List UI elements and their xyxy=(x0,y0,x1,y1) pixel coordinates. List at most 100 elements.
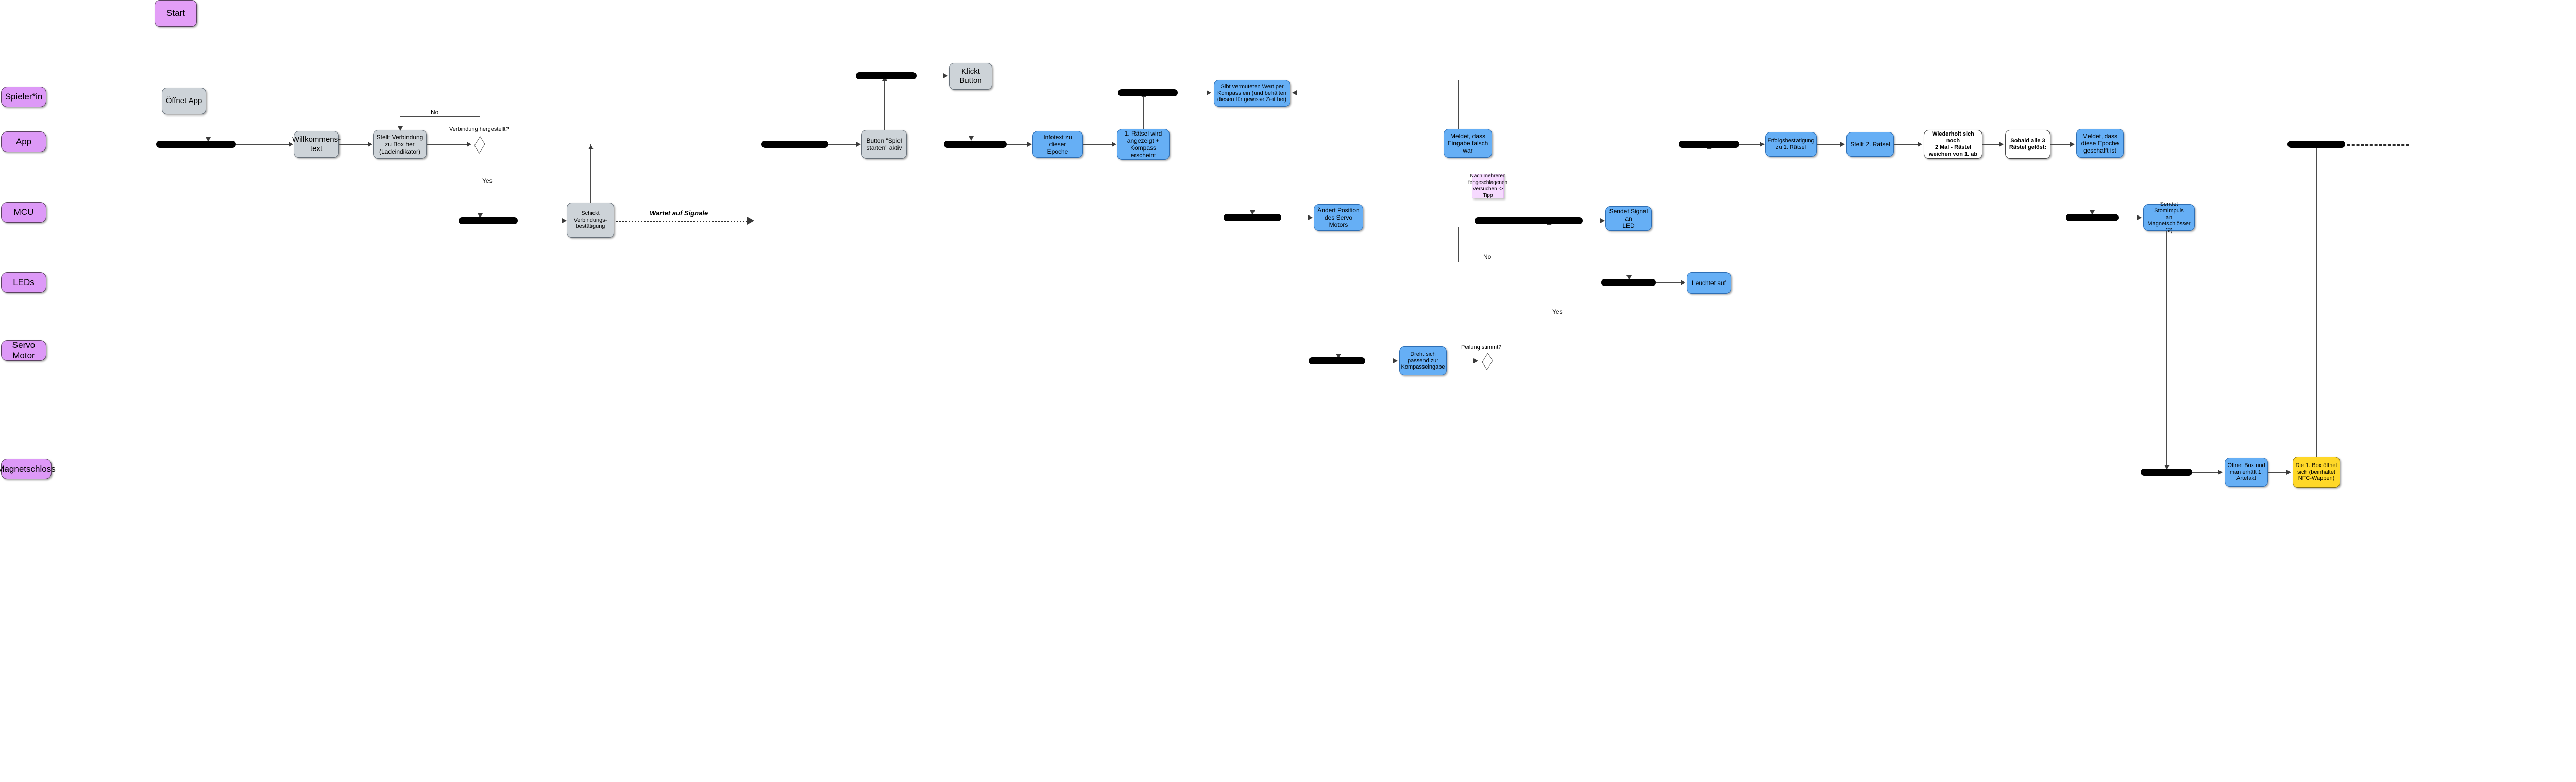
node-oeffnet-box: Öffnet Box und man erhält 1. Artefakt xyxy=(2225,458,2268,487)
edge-schickt-up xyxy=(590,145,591,203)
arrowhead-down-servobar1 xyxy=(1336,354,1341,358)
node-dreht-sich: Dreht sich passend zur Kompasseingabe xyxy=(1399,346,1447,375)
arrowhead-down-yes1 xyxy=(478,213,483,218)
fork-bar-magnet-1 xyxy=(2141,469,2192,476)
edge-button-up xyxy=(884,76,885,130)
fork-bar-app-6 xyxy=(2287,141,2345,148)
arrowhead-right-meldetepoche xyxy=(2070,142,2075,147)
arrowhead-right-dreht xyxy=(1393,358,1398,363)
fork-bar-spieler-2 xyxy=(1118,89,1178,96)
edge-appbar2-to-button xyxy=(828,144,859,145)
edge-appbar3-to-infotext xyxy=(1007,144,1030,145)
edge-magnetbar-to-oeffnetbox xyxy=(2192,472,2221,473)
node-aendert-position: Ändert Position des Servo Motors xyxy=(1314,204,1363,231)
arrowhead-right-schickt xyxy=(562,218,567,223)
edge-ledbar-to-leuchtet xyxy=(1656,282,1684,283)
arrowhead-down-no1 xyxy=(398,126,403,131)
arrowhead-right-infotext xyxy=(1027,142,1032,147)
node-raetsel1-angezeigt: 1. Rätsel wird angezeigt + Kompass ersch… xyxy=(1117,129,1170,160)
node-button-spiel-starten: Button "Spiel starten" aktiv xyxy=(861,130,907,159)
node-leuchtet-auf: Leuchtet auf xyxy=(1687,272,1731,294)
arrowhead-right-aendert xyxy=(1308,215,1313,220)
node-infotext-epoche: Infotext zu dieser Epoche xyxy=(1032,131,1083,158)
arrowhead-right-raetsel2 xyxy=(1840,142,1845,147)
edge-infotext-to-raetsel1 xyxy=(1083,144,1115,145)
lane-label-leds: LEDs xyxy=(1,272,46,293)
lane-label-servo: Servo Motor xyxy=(1,340,46,361)
node-gibt-wert-kompass: Gibt vermuteten Wert per Kompass ein (un… xyxy=(1214,80,1290,107)
fork-bar-app-3 xyxy=(944,141,1007,148)
node-meldet-epoche: Meldet, dass diese Epoche geschafft ist xyxy=(2076,129,2124,158)
node-stellt-verbindung: Stellt Verbindung zu Box her (Ladeindika… xyxy=(373,130,427,159)
lane-label-magnetschloss: Magnetschloss xyxy=(0,459,56,479)
arrowhead-right-stellt xyxy=(368,142,372,147)
node-meldet-falsch: Meldet, dass Eingabe falsch war xyxy=(1444,129,1492,158)
edge-appbar6-to-boxoeffnet xyxy=(2316,145,2317,457)
fork-bar-led-1 xyxy=(1601,279,1656,286)
arrowhead-right-erfolg xyxy=(1760,142,1765,147)
decision-label-verbindung: Verbindung hergestellt? xyxy=(449,126,509,132)
edge-raetsel1-up xyxy=(1143,97,1144,129)
fork-bar-mcu-2 xyxy=(1520,217,1583,224)
arrowhead-right-decision1 xyxy=(467,142,471,147)
edge-no1-across xyxy=(400,116,480,117)
arrowhead-down-bar1 xyxy=(206,137,211,142)
node-oeffnet-app: Öffnet App xyxy=(162,88,206,114)
edge-erfolg-to-raetsel2 xyxy=(1817,144,1843,145)
arrowhead-right-gibtwert xyxy=(1207,90,1211,95)
node-wiederholt-2mal: Wiederholt sich noch 2 Mal - Rästel weic… xyxy=(1924,130,1982,159)
node-start: Start xyxy=(155,0,197,27)
node-stellt-2-raetsel: Stellt 2. Rätsel xyxy=(1846,132,1894,157)
fork-bar-app-5 xyxy=(1679,141,1739,148)
arrowhead-down-appbar3 xyxy=(969,136,974,141)
arrowhead-left-gibtwert xyxy=(1292,90,1297,95)
arrowhead-up-appbar2 xyxy=(588,145,594,149)
edge-appbar2-feed xyxy=(590,144,591,145)
edge-appbar5-to-erfolg xyxy=(1739,144,1763,145)
fork-bar-app-4 xyxy=(1224,214,1281,221)
edge-label-no-2: No xyxy=(1483,253,1492,260)
arrowhead-right-buttonspiel xyxy=(856,142,861,147)
edge-no2-riser xyxy=(1458,227,1459,262)
node-sobald-alle-3: Sobald alle 3 Rästel gelöst: xyxy=(2005,130,2050,159)
arrowhead-right-sobald xyxy=(1999,142,2004,147)
arrowhead-right-oeffnetbox xyxy=(2218,470,2223,475)
node-willkommenstext: Willkommens- text xyxy=(292,131,341,158)
edge-label-yes-2: Yes xyxy=(1552,308,1563,315)
arrowhead-right-wartet xyxy=(747,217,754,225)
arrowhead-right-willkommens xyxy=(289,142,293,147)
node-sendet-stromimpuls: Sendet Stomimpuls an Magnetschlösser (?) xyxy=(2143,201,2195,234)
edge-label-yes-1: Yes xyxy=(482,177,493,185)
fork-bar-servo-1 xyxy=(1309,357,1365,364)
edge-label-no-1: No xyxy=(431,109,439,116)
node-klickt-button: Klickt Button xyxy=(949,63,992,90)
edge-wartet-auf-signale xyxy=(616,221,748,222)
decision-peilung-stimmt xyxy=(1482,353,1493,370)
fork-bar-mcu-3 xyxy=(1475,217,1531,224)
edge-bar1-to-willkommens xyxy=(236,144,292,145)
node-box-oeffnet-sich: Die 1. Box öffnet sich (beinhaltet NFC-W… xyxy=(2293,457,2340,488)
decision-verbindung-hergestellt xyxy=(474,136,485,154)
node-erfolgsbestaetigung: Erfolgsbestätigung zu 1. Rätsel xyxy=(1765,132,1817,157)
arrowhead-right-klickt xyxy=(943,73,948,78)
edge-label-wartet-auf-signale: Wartet auf Signale xyxy=(650,209,708,217)
edge-willkommens-to-stellt xyxy=(339,144,371,145)
decision-label-peilung: Peilung stimmt? xyxy=(1461,344,1502,351)
fork-bar-app-2 xyxy=(761,141,828,148)
arrowhead-down-ledbar xyxy=(1626,275,1632,280)
arrowhead-right-sendetsignal-up xyxy=(1600,218,1605,223)
node-schickt-bestaetigung: Schickt Verbindungs- bestätigung xyxy=(567,203,614,238)
edge-sobald-to-meldetepoche xyxy=(2050,144,2073,145)
fork-bar-mcu-1 xyxy=(459,217,518,224)
arrowhead-right-raetsel1 xyxy=(1112,142,1116,147)
edge-meldetfalsch-top-feed xyxy=(1458,80,1459,129)
edge-raetsel2-to-wiederholt xyxy=(1894,144,1921,145)
arrowhead-right-stromimpuls xyxy=(2137,215,2142,220)
arrowhead-right-leuchtet xyxy=(1681,280,1685,285)
edge-stromimpuls-down xyxy=(2166,231,2167,469)
arrowhead-down-appbar4 xyxy=(1250,210,1255,215)
fork-bar-spieler-1 xyxy=(856,72,917,79)
lane-label-mcu: MCU xyxy=(1,202,46,223)
edge-wiederholt-to-sobald xyxy=(1982,144,2002,145)
